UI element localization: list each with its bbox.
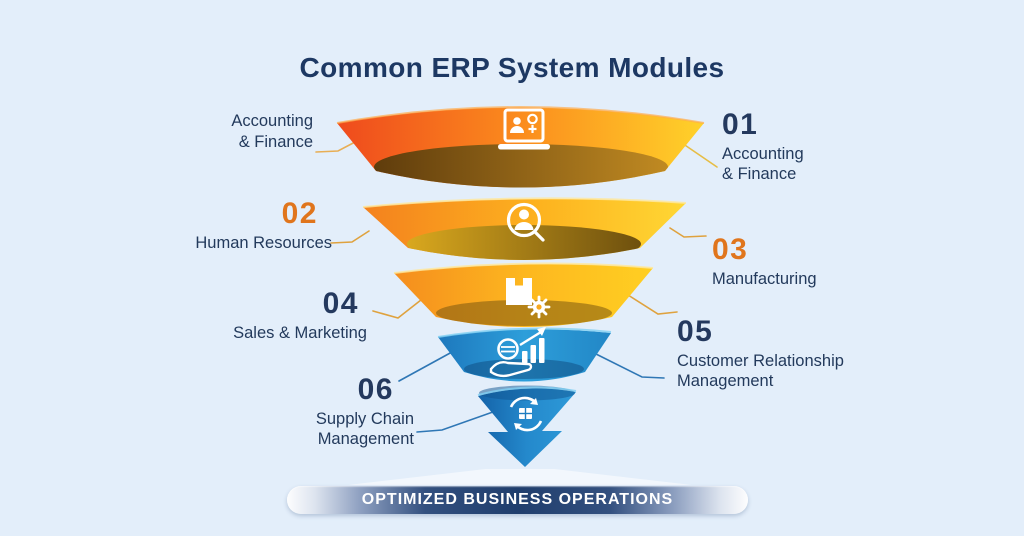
module-label-line: Accounting bbox=[231, 112, 313, 130]
connector-crm-bottom bbox=[589, 350, 665, 379]
connector-crm-top bbox=[627, 294, 678, 315]
module-label-line: Human Resources bbox=[195, 233, 332, 252]
label-sales-marketing: 04 Sales & Marketing bbox=[233, 288, 367, 343]
label-human-resources: 02 Human Resources bbox=[195, 198, 332, 253]
label-supply-chain: 06 Supply Chain Management bbox=[316, 374, 414, 450]
module-label-line: Customer Relationship bbox=[677, 351, 844, 370]
module-number: 03 bbox=[712, 233, 749, 266]
module-number: 05 bbox=[677, 315, 714, 348]
module-number: 02 bbox=[281, 197, 318, 230]
banner-label: OPTIMIZED BUSINESS OPERATIONS bbox=[361, 491, 674, 508]
module-label-line: Supply Chain bbox=[315, 409, 414, 428]
growth-hand-icon bbox=[489, 327, 546, 378]
module-label-line: & Finance bbox=[238, 132, 313, 151]
supply-cycle-icon bbox=[509, 396, 543, 432]
module-label-line: Sales & Marketing bbox=[233, 323, 367, 342]
banner-bar: OPTIMIZED BUSINESS OPERATIONS bbox=[287, 486, 748, 514]
module-label-line: & Finance bbox=[722, 165, 797, 184]
module-number: 01 bbox=[722, 108, 759, 141]
label-accounting-finance-right: 01 Accounting & Finance bbox=[722, 109, 804, 185]
funnel-cone-arrow bbox=[477, 385, 577, 467]
module-label-line: Management bbox=[317, 430, 414, 449]
label-accounting-finance-left: Accounting & Finance bbox=[231, 111, 313, 152]
module-number: 06 bbox=[357, 373, 394, 406]
package-gear-icon bbox=[506, 278, 551, 319]
connector-accounting-left bbox=[315, 140, 358, 153]
connector-supply-chain-top bbox=[398, 351, 453, 382]
connector-human-resources bbox=[330, 230, 370, 244]
laptop-user-icon bbox=[498, 108, 550, 150]
module-number: 04 bbox=[322, 287, 359, 320]
module-label-line: Manufacturing bbox=[712, 269, 817, 288]
label-manufacturing: 03 Manufacturing bbox=[712, 234, 817, 289]
label-crm: 05 Customer Relationship Management bbox=[677, 316, 844, 392]
connector-supply-chain-bottom bbox=[416, 406, 508, 433]
connector-manufacturing bbox=[669, 227, 707, 238]
funnel-layer-2 bbox=[362, 197, 687, 260]
user-search-icon bbox=[506, 202, 545, 242]
module-label-line: Accounting bbox=[722, 144, 804, 163]
page-title: Common ERP System Modules bbox=[299, 52, 725, 83]
module-label-line: Management bbox=[677, 372, 774, 391]
